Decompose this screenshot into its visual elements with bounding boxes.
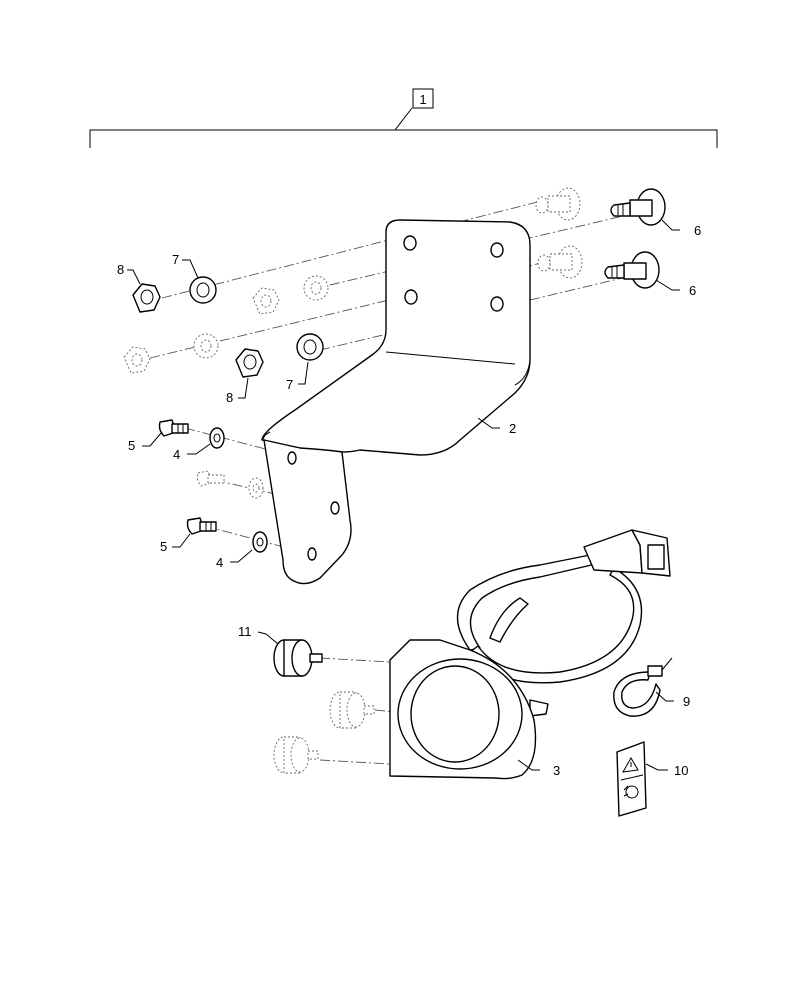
callout-2: 2: [509, 421, 516, 436]
horn-cable: [456, 529, 671, 684]
callout-3: 3: [553, 763, 560, 778]
hidden-spacers: [273, 691, 375, 774]
assembly-label-box: [412, 88, 434, 109]
hidden-bolts: [535, 187, 583, 279]
assembly-bracket: 1: [89, 88, 718, 148]
hidden-nuts-washers: [123, 275, 329, 374]
callout-9: 9: [683, 694, 690, 709]
callout-7-lower: 7: [286, 377, 293, 392]
callout-labels: 2 3 4 4 5 5 6 6 7 7 8 8 9 10 11: [117, 223, 701, 778]
callout-6-upper: 6: [694, 223, 701, 238]
rubber-spacer: [273, 639, 323, 677]
warning-decal: [616, 741, 647, 817]
screw-lower: [186, 517, 217, 535]
callout-4-lower: 4: [216, 555, 223, 570]
horn: [389, 639, 549, 780]
callout-8-lower: 8: [226, 390, 233, 405]
callout-10: 10: [674, 763, 688, 778]
callout-5-lower: 5: [160, 539, 167, 554]
callout-5-upper: 5: [128, 438, 135, 453]
hidden-screw-washer: [196, 470, 264, 499]
flat-washer-lower: [252, 531, 268, 553]
lock-washer-upper: [189, 276, 217, 304]
carriage-bolt-lower: [604, 251, 660, 289]
callout-7-upper: 7: [172, 252, 179, 267]
lock-washer-lower: [296, 333, 324, 361]
cable-tie: [613, 657, 673, 717]
screw-upper: [158, 419, 189, 437]
carriage-bolt-upper: [610, 188, 666, 226]
mounting-bracket: [261, 219, 531, 585]
callout-11: 11: [238, 624, 252, 639]
callout-8-upper: 8: [117, 262, 124, 277]
flat-washer-upper: [209, 427, 225, 449]
callout-6-lower: 6: [689, 283, 696, 298]
assembly-label: 1: [419, 92, 426, 107]
callout-4-upper: 4: [173, 447, 180, 462]
hex-nut-lower: [235, 348, 264, 378]
leader-lines: [127, 219, 680, 771]
hex-nut-upper: [132, 283, 161, 313]
